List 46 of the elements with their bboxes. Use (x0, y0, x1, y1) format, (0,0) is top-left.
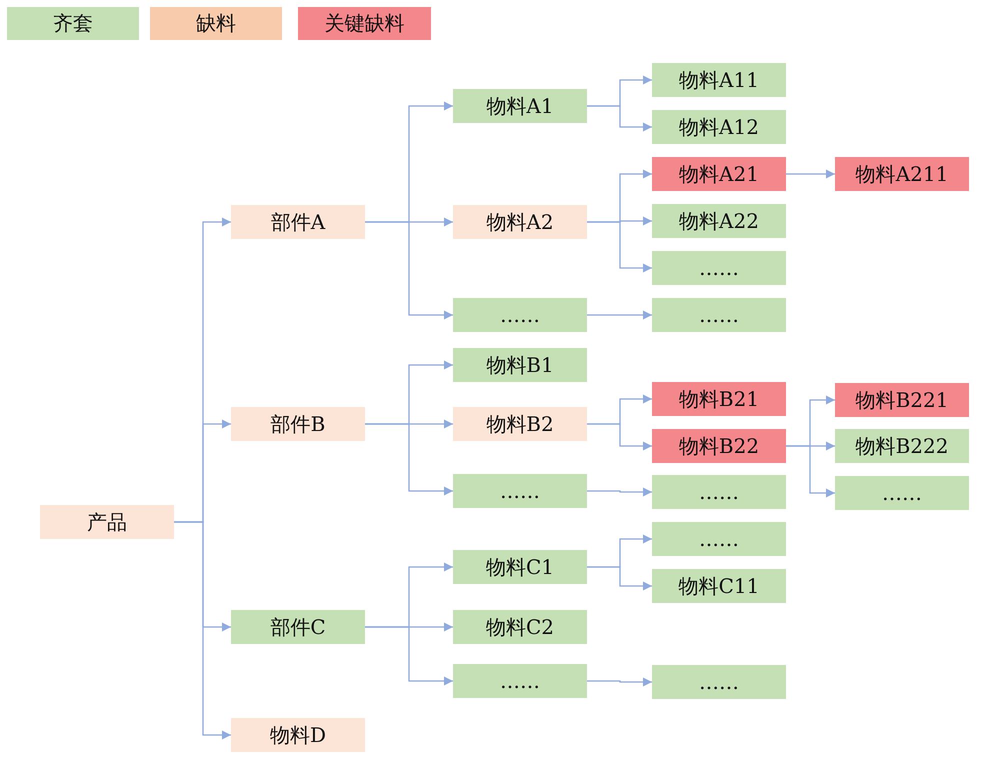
material-box: 物料A2 (453, 205, 587, 239)
material-box: …… (652, 475, 786, 509)
material-box: …… (835, 476, 969, 510)
material-box: …… (453, 474, 587, 508)
material-box: 物料C2 (453, 610, 587, 644)
material-box: …… (453, 664, 587, 698)
material-box: 物料B22 (652, 429, 786, 463)
material-box: …… (652, 298, 786, 332)
material-box: 物料B1 (453, 348, 587, 382)
legend-label: 齐套 (52, 10, 94, 37)
material-box: 物料D (231, 718, 365, 752)
material-box: 物料B222 (835, 429, 969, 463)
material-box: …… (652, 251, 786, 285)
legend-label: 关键缺料 (324, 10, 406, 37)
arrow (587, 105, 652, 132)
arrow (174, 521, 231, 740)
material-box: 部件A (231, 205, 365, 239)
material-box: 物料A22 (652, 204, 786, 238)
arrow (587, 310, 652, 320)
material-box: …… (652, 665, 786, 699)
material-box: 产品 (40, 505, 174, 539)
arrow (365, 221, 453, 320)
material-box: 物料A11 (652, 63, 786, 97)
material-box: 物料C11 (652, 569, 786, 603)
arrow (587, 423, 652, 450)
arrow (786, 170, 835, 178)
material-box: 物料B221 (835, 383, 969, 417)
material-box: 物料A12 (652, 110, 786, 144)
material-box: 物料B21 (652, 382, 786, 416)
material-box: 物料C1 (453, 550, 587, 584)
material-box: 物料B2 (453, 407, 587, 441)
material-box: 部件B (231, 407, 365, 441)
arrow (587, 488, 652, 496)
material-box: 物料A21 (652, 157, 786, 191)
arrow (587, 221, 652, 272)
arrow (587, 566, 652, 590)
arrow (786, 445, 835, 498)
arrow (587, 678, 652, 686)
material-box: …… (453, 298, 587, 332)
material-box: …… (652, 522, 786, 556)
material-box: 物料A211 (835, 157, 969, 191)
arrow (365, 626, 453, 686)
arrow (365, 423, 453, 496)
material-box: 部件C (231, 610, 365, 644)
legend-label: 缺料 (195, 10, 237, 37)
material-box: 物料A1 (453, 89, 587, 123)
